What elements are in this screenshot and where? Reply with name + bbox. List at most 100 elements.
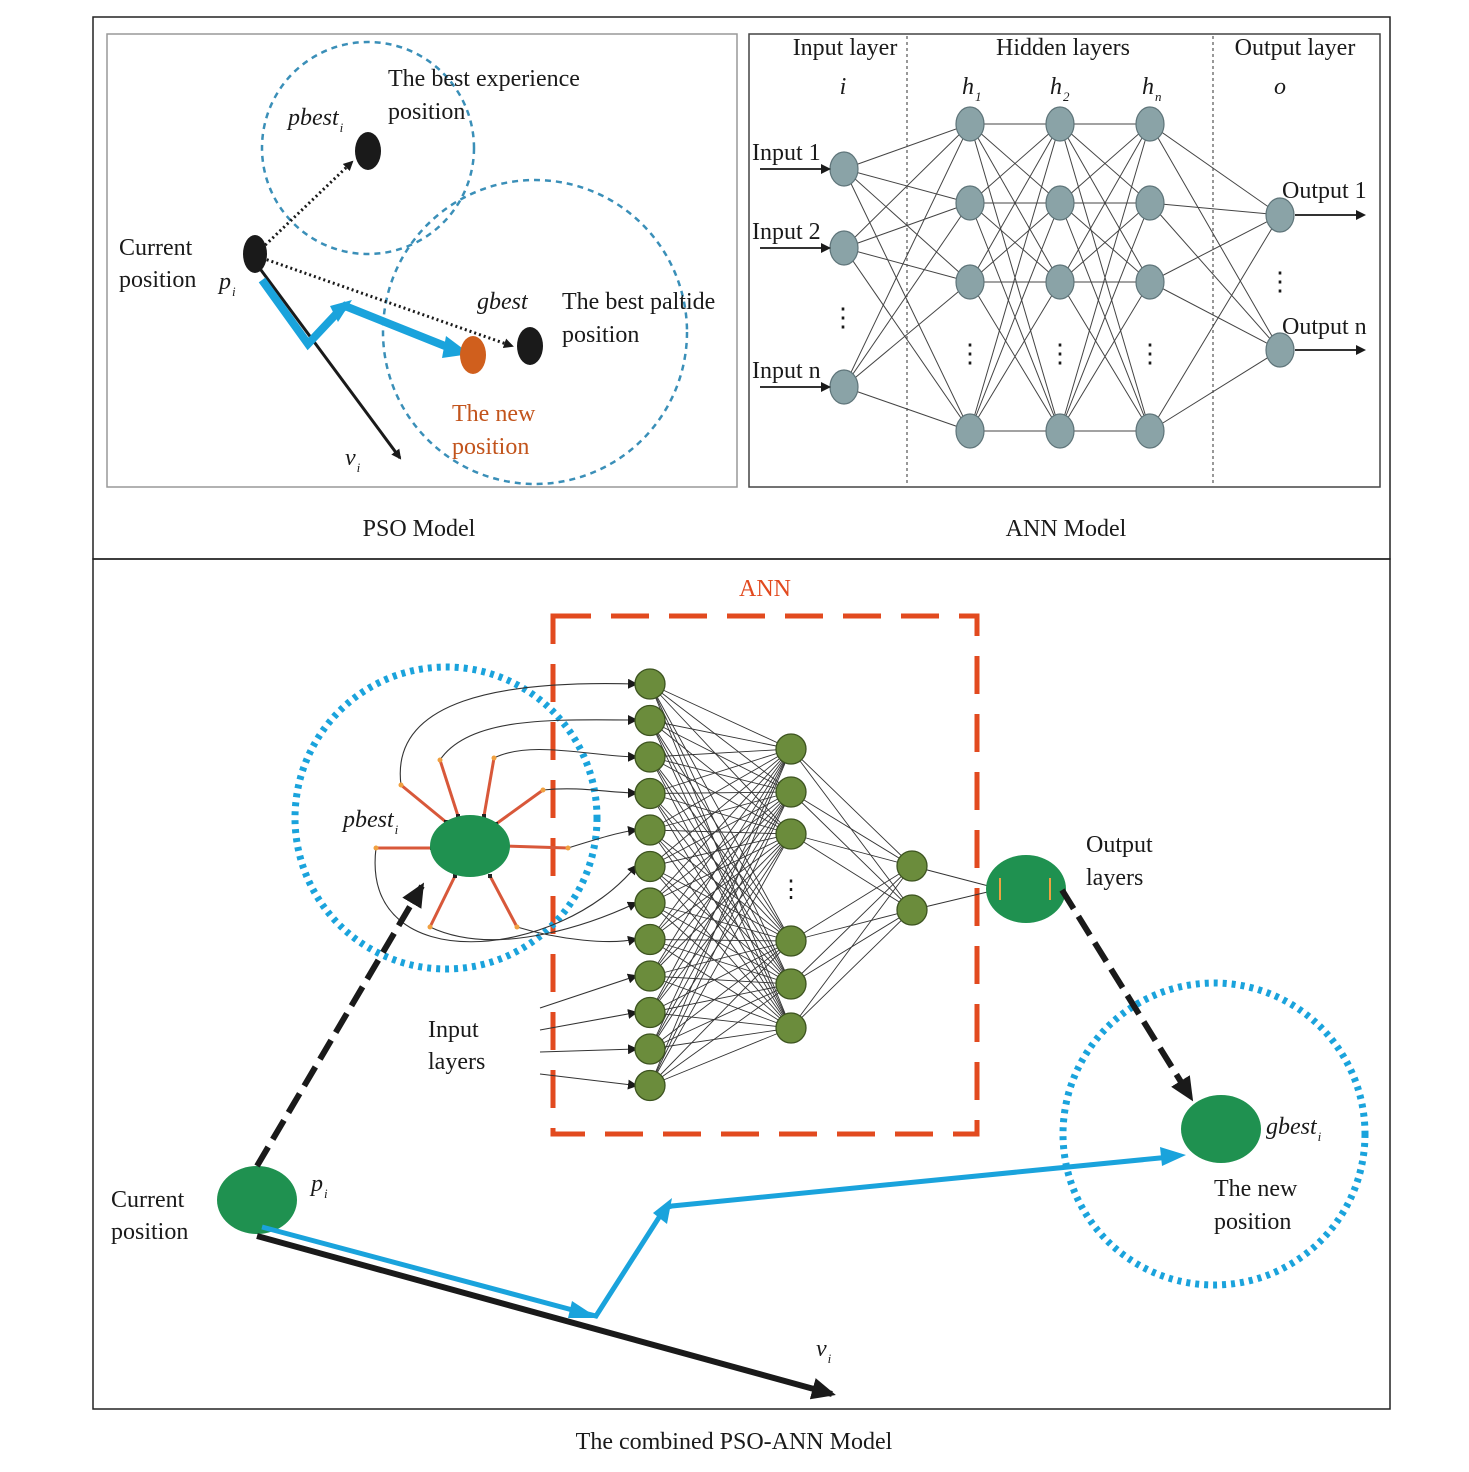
ann-edge — [1059, 123, 1151, 283]
gbest-node — [517, 327, 543, 365]
combined-edge — [649, 866, 792, 942]
combined-edge — [649, 866, 792, 985]
spoke-tip — [565, 845, 571, 851]
ann-edge — [969, 123, 1061, 204]
ann-edge — [1059, 123, 1151, 204]
combined-edge — [649, 748, 792, 1086]
pbest-input-curve — [516, 926, 638, 946]
combined-input-node — [634, 887, 666, 919]
combined-hidden-node — [775, 776, 807, 808]
combined-hidden-node — [775, 733, 807, 765]
pbest-input-curve — [429, 901, 638, 941]
combined-edge — [790, 865, 913, 985]
ann-hn-dots: ⋮ — [1137, 339, 1163, 368]
ann-node — [1265, 197, 1295, 233]
combined-out-node — [896, 850, 928, 882]
ann-outputn-label: Output n — [1282, 314, 1367, 340]
combined-edge — [649, 1027, 792, 1050]
pbest-input-curve — [542, 787, 638, 798]
combined-edge — [649, 791, 792, 904]
combined-edge — [649, 720, 792, 750]
input-line — [539, 973, 638, 1009]
ann-edge — [843, 247, 971, 283]
ann-node — [1045, 185, 1075, 221]
combined-edge — [649, 720, 792, 942]
movement-path — [258, 277, 452, 352]
ann-edge — [1059, 202, 1151, 283]
combined-edge — [649, 748, 792, 867]
combined-edge — [649, 940, 792, 1050]
pso-caption: PSO Model — [363, 516, 476, 542]
combined-p-label: pi — [309, 1171, 328, 1201]
combined-edge — [649, 833, 792, 940]
pbest-input-curve — [493, 748, 638, 762]
current-position-node — [243, 235, 267, 273]
combined-edge — [649, 940, 792, 1013]
velocity-arrow — [256, 265, 402, 460]
combined-movement-arrow-3 — [1160, 1147, 1186, 1166]
combined-current-line2: position — [111, 1219, 188, 1245]
combined-edge — [649, 793, 792, 985]
ann-node — [955, 413, 985, 449]
ann-edge — [843, 202, 971, 249]
input-line — [539, 1009, 638, 1031]
pso-best-exp-line1: The best experience — [388, 66, 580, 92]
combined-edge — [649, 983, 792, 1013]
pso-best-part-line1: The best paltide — [562, 289, 715, 315]
combined-edge — [649, 791, 792, 1086]
combined-edge — [649, 720, 792, 835]
combined-edge — [649, 791, 792, 940]
spoke-tip — [540, 787, 546, 793]
pso-panel-frame — [106, 33, 738, 488]
combined-pbest-circle — [291, 663, 601, 973]
combined-edge — [649, 829, 792, 942]
combined-edge — [649, 833, 792, 904]
combined-current-node — [217, 1166, 297, 1234]
combined-input-node — [634, 923, 666, 956]
combined-gbest-label: gbesti — [1266, 1114, 1322, 1144]
ann-h2-label: h2 — [1050, 74, 1070, 104]
ann-output-dots: ⋮ — [1267, 267, 1293, 296]
ann-caption: ANN Model — [1006, 516, 1127, 542]
pbest-direction-arrow — [256, 160, 354, 254]
ann-edge — [843, 281, 971, 388]
combined-edge — [790, 865, 913, 942]
ann-node — [955, 264, 985, 300]
pso-current-line1: Current — [119, 235, 193, 261]
ann-edge — [1059, 202, 1151, 432]
combined-input-node — [634, 996, 666, 1029]
combined-edge — [649, 829, 792, 835]
ann-edge — [843, 202, 971, 388]
combined-input-node — [634, 850, 666, 883]
pbest-spoke — [488, 875, 519, 928]
combined-output-node — [986, 855, 1066, 923]
ann-edge — [843, 123, 971, 249]
combined-v-label: vi — [816, 1336, 832, 1366]
spoke-joint — [456, 814, 460, 818]
pso-pbest-label: pbesti — [286, 105, 344, 135]
combined-input-node — [634, 741, 666, 773]
pbest-spoke — [482, 757, 496, 817]
combined-edge — [649, 793, 792, 835]
ann-edge — [969, 202, 1061, 283]
ann-h1-label: h1 — [962, 74, 982, 104]
combined-edge — [649, 748, 792, 977]
combined-edge — [649, 1027, 792, 1086]
ann-node — [1135, 264, 1165, 300]
combined-edge — [649, 939, 792, 942]
ann-input-layer-title: Input layer — [793, 35, 898, 61]
pso-model-panel: pbesti The best experience position Curr… — [119, 40, 715, 542]
pbest-input-curve — [439, 714, 638, 761]
combined-edge — [649, 983, 792, 1050]
spoke-joint — [482, 814, 486, 818]
combined-hidden-node — [775, 818, 807, 850]
ann-node — [1265, 332, 1295, 368]
combined-edge — [649, 748, 792, 831]
pso-new-line1: The new — [452, 401, 536, 427]
pbest-node — [355, 132, 381, 170]
ann-edge — [1149, 349, 1281, 432]
combined-edge — [649, 756, 792, 942]
spoke-tip — [427, 924, 433, 930]
ann-edge — [1059, 281, 1151, 432]
combined-edge — [649, 902, 792, 1029]
